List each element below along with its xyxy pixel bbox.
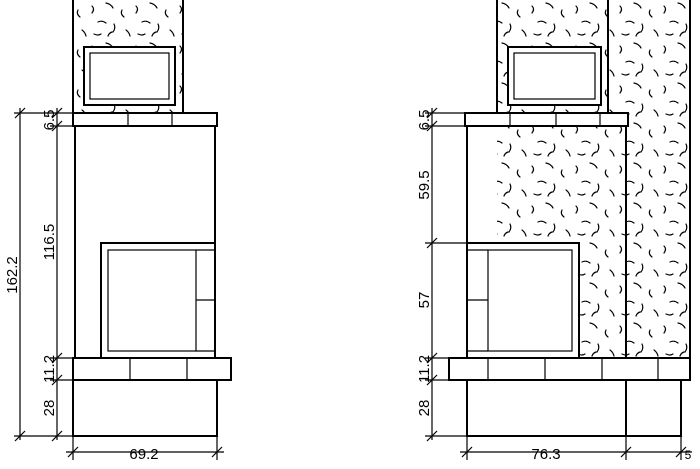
- left-elevation: 162.2 6.5 116.5 11.2 28 69.2: [4, 0, 232, 463]
- left-firebox: [100, 242, 216, 359]
- left-vent-grille: [83, 46, 176, 106]
- right-firebox: [466, 242, 580, 359]
- right-dim-base: 28: [416, 400, 433, 417]
- left-dim-body: 116.5: [41, 224, 58, 260]
- left-dimensions: [14, 107, 224, 460]
- left-dim-base: 28: [41, 400, 58, 417]
- right-vent-grille: [507, 46, 602, 106]
- left-hearth: [72, 357, 232, 381]
- right-base: [466, 379, 627, 437]
- right-mantel-shelf: [464, 112, 629, 127]
- right-dim-opening: 57: [416, 292, 433, 309]
- left-dim-hearth: 11.2: [41, 355, 58, 383]
- left-dim-mantel: 6.5: [41, 110, 58, 131]
- right-side-base: [625, 379, 682, 437]
- left-dim-width: 69.2: [129, 446, 158, 463]
- right-dim-mantel: 6.5: [416, 110, 433, 131]
- right-dim-hearth: 11.2: [416, 355, 433, 383]
- right-dim-side: 5: [685, 448, 692, 462]
- right-dim-width: 76.3: [531, 446, 560, 463]
- left-base: [72, 379, 218, 437]
- left-dim-overall-height: 162.2: [4, 256, 21, 294]
- right-dimensions: [425, 107, 692, 460]
- right-hearth: [448, 357, 691, 381]
- left-mantel-shelf: [72, 112, 218, 127]
- right-dim-upper: 59.5: [416, 170, 433, 199]
- right-elevation: 6.5 59.5 57 11.2 28 76.3 5: [416, 0, 692, 463]
